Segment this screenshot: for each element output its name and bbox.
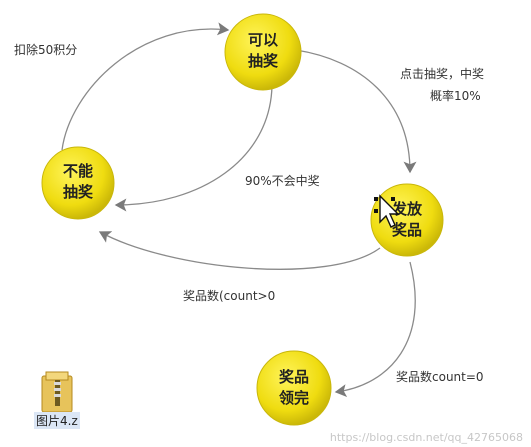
node-dispense-line2: 奖品 [392,221,422,239]
edge-dispense-to-prizes-out [334,261,416,398]
edge-label-deduct: 扣除50积分 [14,42,77,57]
node-cannot-draw-line1: 不能 [63,162,93,180]
node-can-draw-line1: 可以 [248,31,278,49]
edge-label-click-line1: 点击抽奖，中奖 [400,66,484,81]
watermark: https://blog.csdn.net/qq_42765068 [329,431,523,444]
node-can-draw: 可以 抽奖 [224,13,302,91]
edge-label-click-line2: 概率10% [430,88,481,103]
edge-cannot-to-can [61,22,230,151]
edge-label-count-eq0: 奖品数count=0 [396,369,484,384]
node-cannot-draw-line2: 抽奖 [63,183,94,201]
node-prizes-out: 奖品 领完 [256,350,332,426]
mouse-cursor-icon [374,194,400,228]
edge-can-to-dispense [295,49,417,174]
node-can-draw-line2: 抽奖 [248,52,279,70]
node-cannot-draw: 不能 抽奖 [41,146,115,220]
node-prizes-out-line1: 奖品 [279,368,309,386]
edge-can-to-cannot [114,85,273,212]
node-prizes-out-line2: 领完 [278,389,309,407]
edge-dispense-to-cannot [98,231,381,270]
file-caption[interactable]: 图片4.z [34,412,80,429]
edge-label-count-gt0: 奖品数(count>0 [183,288,275,303]
edge-label-no-win: 90%不会中奖 [245,173,320,188]
node-dispense: 发放 奖品 [370,183,444,257]
node-dispense-line1: 发放 [391,200,423,218]
